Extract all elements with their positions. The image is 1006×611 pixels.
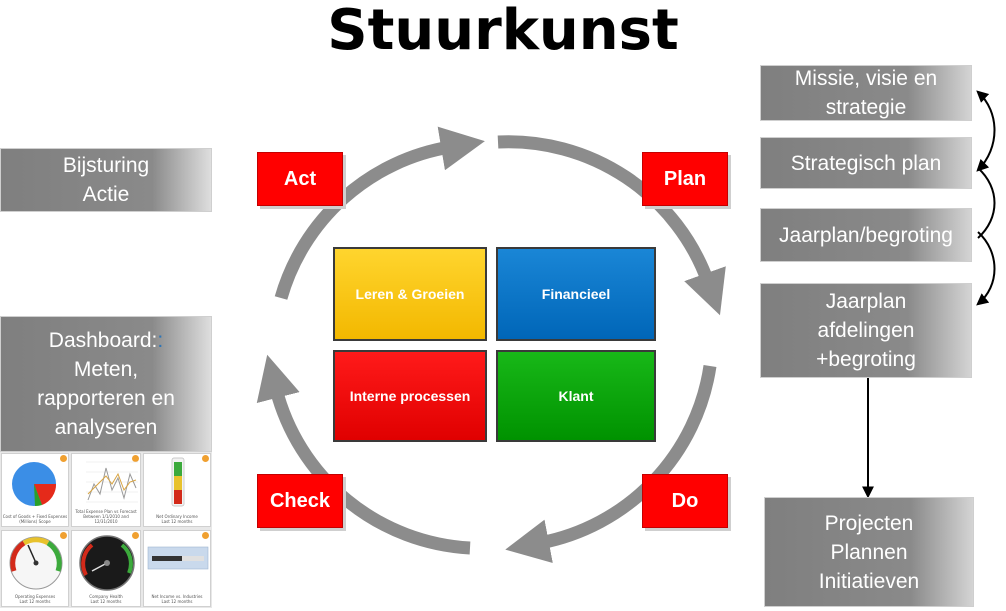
strategisch-line-1: Strategisch plan [790, 151, 942, 175]
dashboard-box: Dashboard:: Meten, rapporteren en analys… [0, 316, 212, 452]
quadrant-interne-processen: Interne processen [333, 350, 487, 442]
afdelingen-line-3: +begroting [816, 348, 916, 371]
speedometer-icon [9, 536, 63, 590]
do-label: Do [642, 474, 728, 528]
pie-chart-icon [12, 462, 57, 507]
quadrant-klant: Klant [496, 350, 656, 442]
act-label: Act [257, 152, 343, 206]
afdelingen-line-2: afdelingen [817, 319, 915, 342]
bijsturing-box: Bijsturing Actie [0, 148, 212, 212]
arrow-plan-to-do [497, 135, 726, 316]
bijsturing-line-1: Bijsturing [62, 154, 150, 177]
projecten-line-1: Projecten [824, 511, 914, 535]
dashboard-label: Dashboard: [48, 329, 158, 352]
progress-bar-chart-icon [147, 546, 209, 570]
dashboard-line-2: Meten, [73, 358, 139, 381]
panel-badge-icon [202, 532, 209, 539]
check-label: Check [257, 474, 343, 528]
missie-box: Missie, visie en strategie [760, 65, 972, 121]
strategisch-plan-box: Strategisch plan [760, 137, 972, 189]
panel-badge-icon [202, 455, 209, 462]
dashboard-line-1: Dashboard:: [49, 326, 163, 355]
panel-badge-icon [132, 455, 139, 462]
dashboard-thumbnail: Cost of Goods + Fixed Expenses(Millions)… [0, 452, 212, 608]
missie-line-2: strategie [825, 96, 907, 119]
jaarplan-line-1: Jaarplan/begroting [779, 223, 953, 247]
panel-badge-icon [132, 532, 139, 539]
connector-missie-strategisch [976, 90, 996, 172]
dashboard-line-3: rapporteren en [37, 387, 175, 410]
bijsturing-line-2: Actie [82, 183, 130, 206]
projecten-line-2: Plannen [830, 540, 908, 564]
dashboard-line-4: analyseren [54, 416, 158, 439]
missie-line-1: Missie, visie en [794, 67, 938, 90]
projecten-line-3: Initiatieven [818, 569, 920, 593]
connector-jaarplan-afdelingen [976, 231, 996, 306]
thermometer-gauge-icon [171, 457, 185, 507]
dashboard-dots: : [157, 329, 164, 352]
jaarplan-begroting-box: Jaarplan/begroting [760, 208, 972, 262]
projecten-box: Projecten Plannen Initiatieven [764, 497, 974, 607]
page-title: Stuurkunst [327, 0, 679, 63]
jaarplan-afdelingen-box: Jaarplan afdelingen +begroting [760, 283, 972, 378]
quadrant-financieel: Financieel [496, 247, 656, 341]
quadrant-leren-groeien: Leren & Groeien [333, 247, 487, 341]
connector-strategisch-jaarplan [977, 167, 996, 239]
dark-gauge-icon [79, 535, 135, 591]
arrow-check-to-act [256, 354, 471, 555]
panel-badge-icon [60, 455, 67, 462]
line-chart-icon [86, 461, 138, 503]
afdelingen-line-1: Jaarplan [825, 290, 907, 313]
plan-label: Plan [642, 152, 728, 206]
dashboard-panel-pie: Cost of Goods + Fixed Expenses(Millions)… [1, 453, 69, 527]
arrow-act-to-plan [274, 126, 485, 300]
panel-badge-icon [60, 532, 67, 539]
